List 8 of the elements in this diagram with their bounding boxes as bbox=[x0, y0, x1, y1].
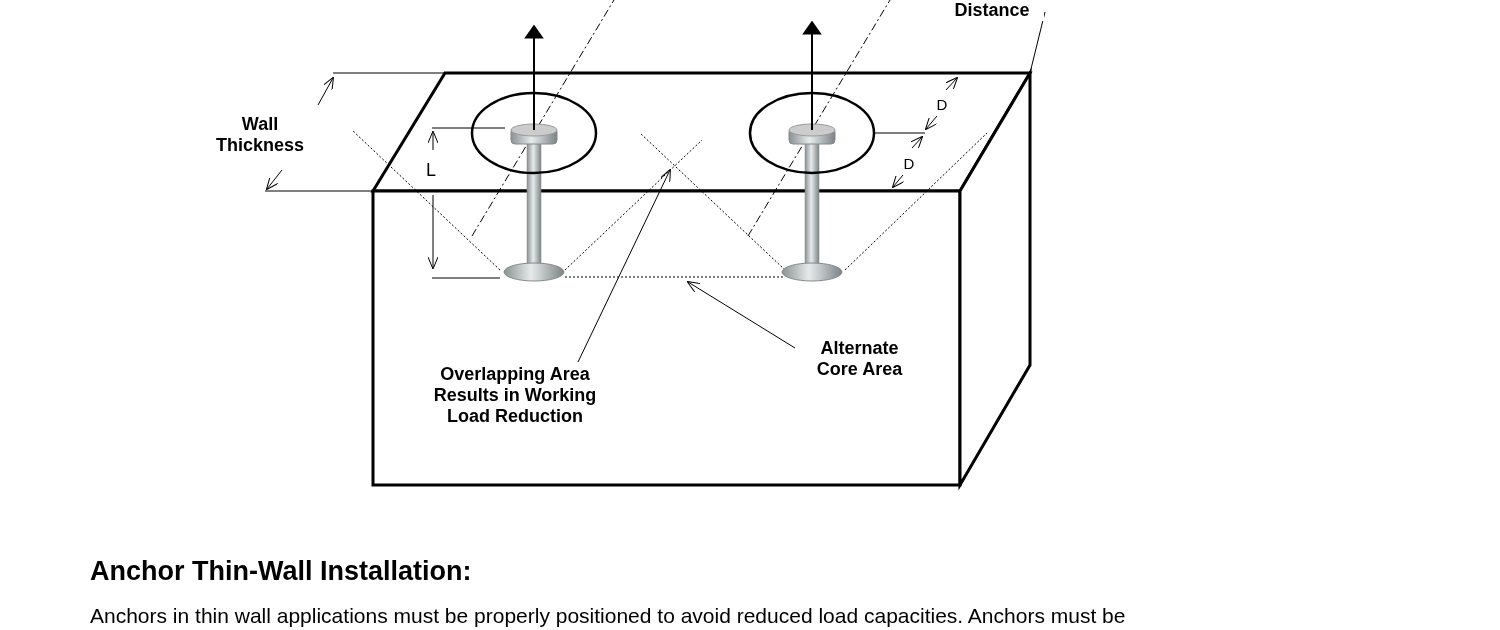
dimension-symbol: D bbox=[902, 155, 916, 173]
leader-line bbox=[577, 168, 671, 363]
dimension-label: Wall Thickness bbox=[214, 114, 305, 156]
leader-line bbox=[686, 281, 796, 349]
dimension-symbol: D bbox=[935, 96, 949, 114]
body-paragraph: Anchors in thin wall applications must be properly positioned to avoid reduced load capacities. Anchors must be bbox=[90, 604, 1126, 628]
section-heading: Anchor Thin-Wall Installation: bbox=[90, 556, 472, 587]
dimension-symbol: L bbox=[425, 160, 437, 181]
